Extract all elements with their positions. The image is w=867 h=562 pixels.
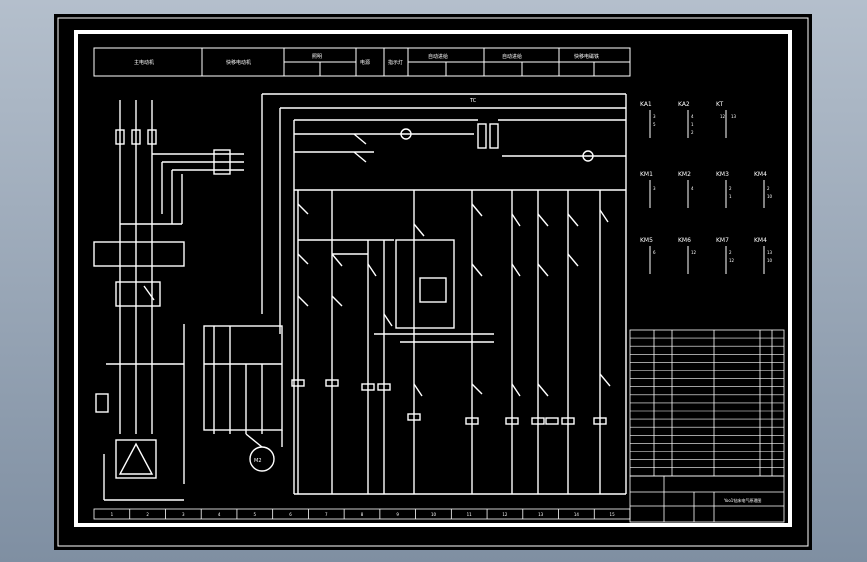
bottom-number-strip — [93, 508, 631, 520]
header-cell: 快移电磁铁 — [574, 53, 599, 60]
coil-label: KM4 — [754, 237, 767, 244]
title-block-name: Yoo1钻床电气原理图 — [723, 497, 761, 503]
parts-list-rows — [630, 337, 784, 469]
bottom-number: 13 — [538, 512, 544, 517]
header-labels: 主电动机 快移电动机 照明 电源 指示灯 自动进给 自动进给 快移电磁铁 — [134, 53, 599, 66]
header-cell: 照明 — [312, 54, 322, 60]
bottom-number: 10 — [431, 512, 437, 517]
bottom-number: 9 — [396, 512, 399, 517]
bottom-number: 14 — [574, 512, 580, 517]
coil-label: KM4 — [754, 171, 767, 178]
bottom-number: 12 — [502, 512, 508, 517]
contact-number: 1 — [691, 122, 694, 127]
bottom-number: 1 — [111, 512, 114, 517]
drawing-sheet: 主电动机 快移电动机 照明 电源 指示灯 自动进给 自动进给 快移电磁铁 — [54, 14, 812, 550]
bottom-number: 15 — [610, 512, 616, 517]
bottom-number: 5 — [254, 512, 257, 517]
coil-label: KA1 — [640, 101, 652, 108]
coil-label: KM1 — [640, 171, 653, 178]
contact-number: 12 — [720, 114, 726, 119]
contact-number: 10 — [767, 258, 773, 263]
coil-label: KM5 — [640, 237, 653, 244]
coil-label: KM7 — [716, 237, 729, 244]
coil-label: KM2 — [678, 171, 691, 178]
header-table — [93, 47, 631, 77]
contact-number: 4 — [691, 114, 694, 119]
header-cell: 自动进给 — [428, 53, 448, 60]
contact-number: 1 — [729, 194, 732, 199]
coil-contact-numbers: 3 5 4 1 2 12 13 3 4 2 1 2 10 6 12 2 12 1… — [653, 114, 773, 263]
coil-contact-lines — [649, 110, 765, 274]
contact-number: 10 — [767, 194, 773, 199]
contact-number: 12 — [729, 258, 735, 263]
contact-number: 6 — [653, 250, 656, 255]
bottom-number: 8 — [361, 512, 364, 517]
header-cell: 快移电动机 — [226, 59, 251, 66]
schematic-canvas: 主电动机 快移电动机 照明 电源 指示灯 自动进给 自动进给 快移电磁铁 — [57, 17, 809, 547]
header-cell: 自动进给 — [502, 53, 522, 60]
contact-number: 3 — [653, 114, 656, 119]
header-cell: 指示灯 — [388, 59, 403, 66]
coil-label: KA2 — [678, 101, 690, 108]
motor-label: M2 — [254, 458, 262, 464]
inner-border — [74, 30, 792, 527]
header-cell: 电源 — [360, 59, 370, 66]
bus-label: TC — [469, 98, 477, 104]
contact-number: 13 — [731, 114, 737, 119]
coil-label: KM3 — [716, 171, 729, 178]
bottom-number: 11 — [467, 512, 473, 517]
outer-border — [57, 17, 809, 547]
title-block — [629, 475, 785, 523]
contact-number: 12 — [691, 250, 697, 255]
coil-labels: KA1 KA2 KT KM1 KM2 KM3 KM4 KM5 KM6 KM7 K… — [640, 101, 767, 244]
contact-number: 2 — [729, 186, 732, 191]
contact-number: 3 — [653, 186, 656, 191]
contact-number: 5 — [653, 122, 656, 127]
header-cell: 主电动机 — [134, 59, 154, 66]
bottom-number: 6 — [289, 512, 292, 517]
schematic-wiring — [93, 93, 627, 501]
coil-label: KT — [716, 101, 723, 108]
contact-number: 2 — [729, 250, 732, 255]
bottom-number: 4 — [218, 512, 221, 517]
contact-number: 2 — [691, 130, 694, 135]
coil-label: KM6 — [678, 237, 691, 244]
contact-number: 2 — [767, 186, 770, 191]
contact-number: 13 — [767, 250, 773, 255]
contact-number: 4 — [691, 186, 694, 191]
bottom-number: 3 — [182, 512, 185, 517]
bottom-number: 7 — [325, 512, 328, 517]
bottom-number: 2 — [146, 512, 149, 517]
